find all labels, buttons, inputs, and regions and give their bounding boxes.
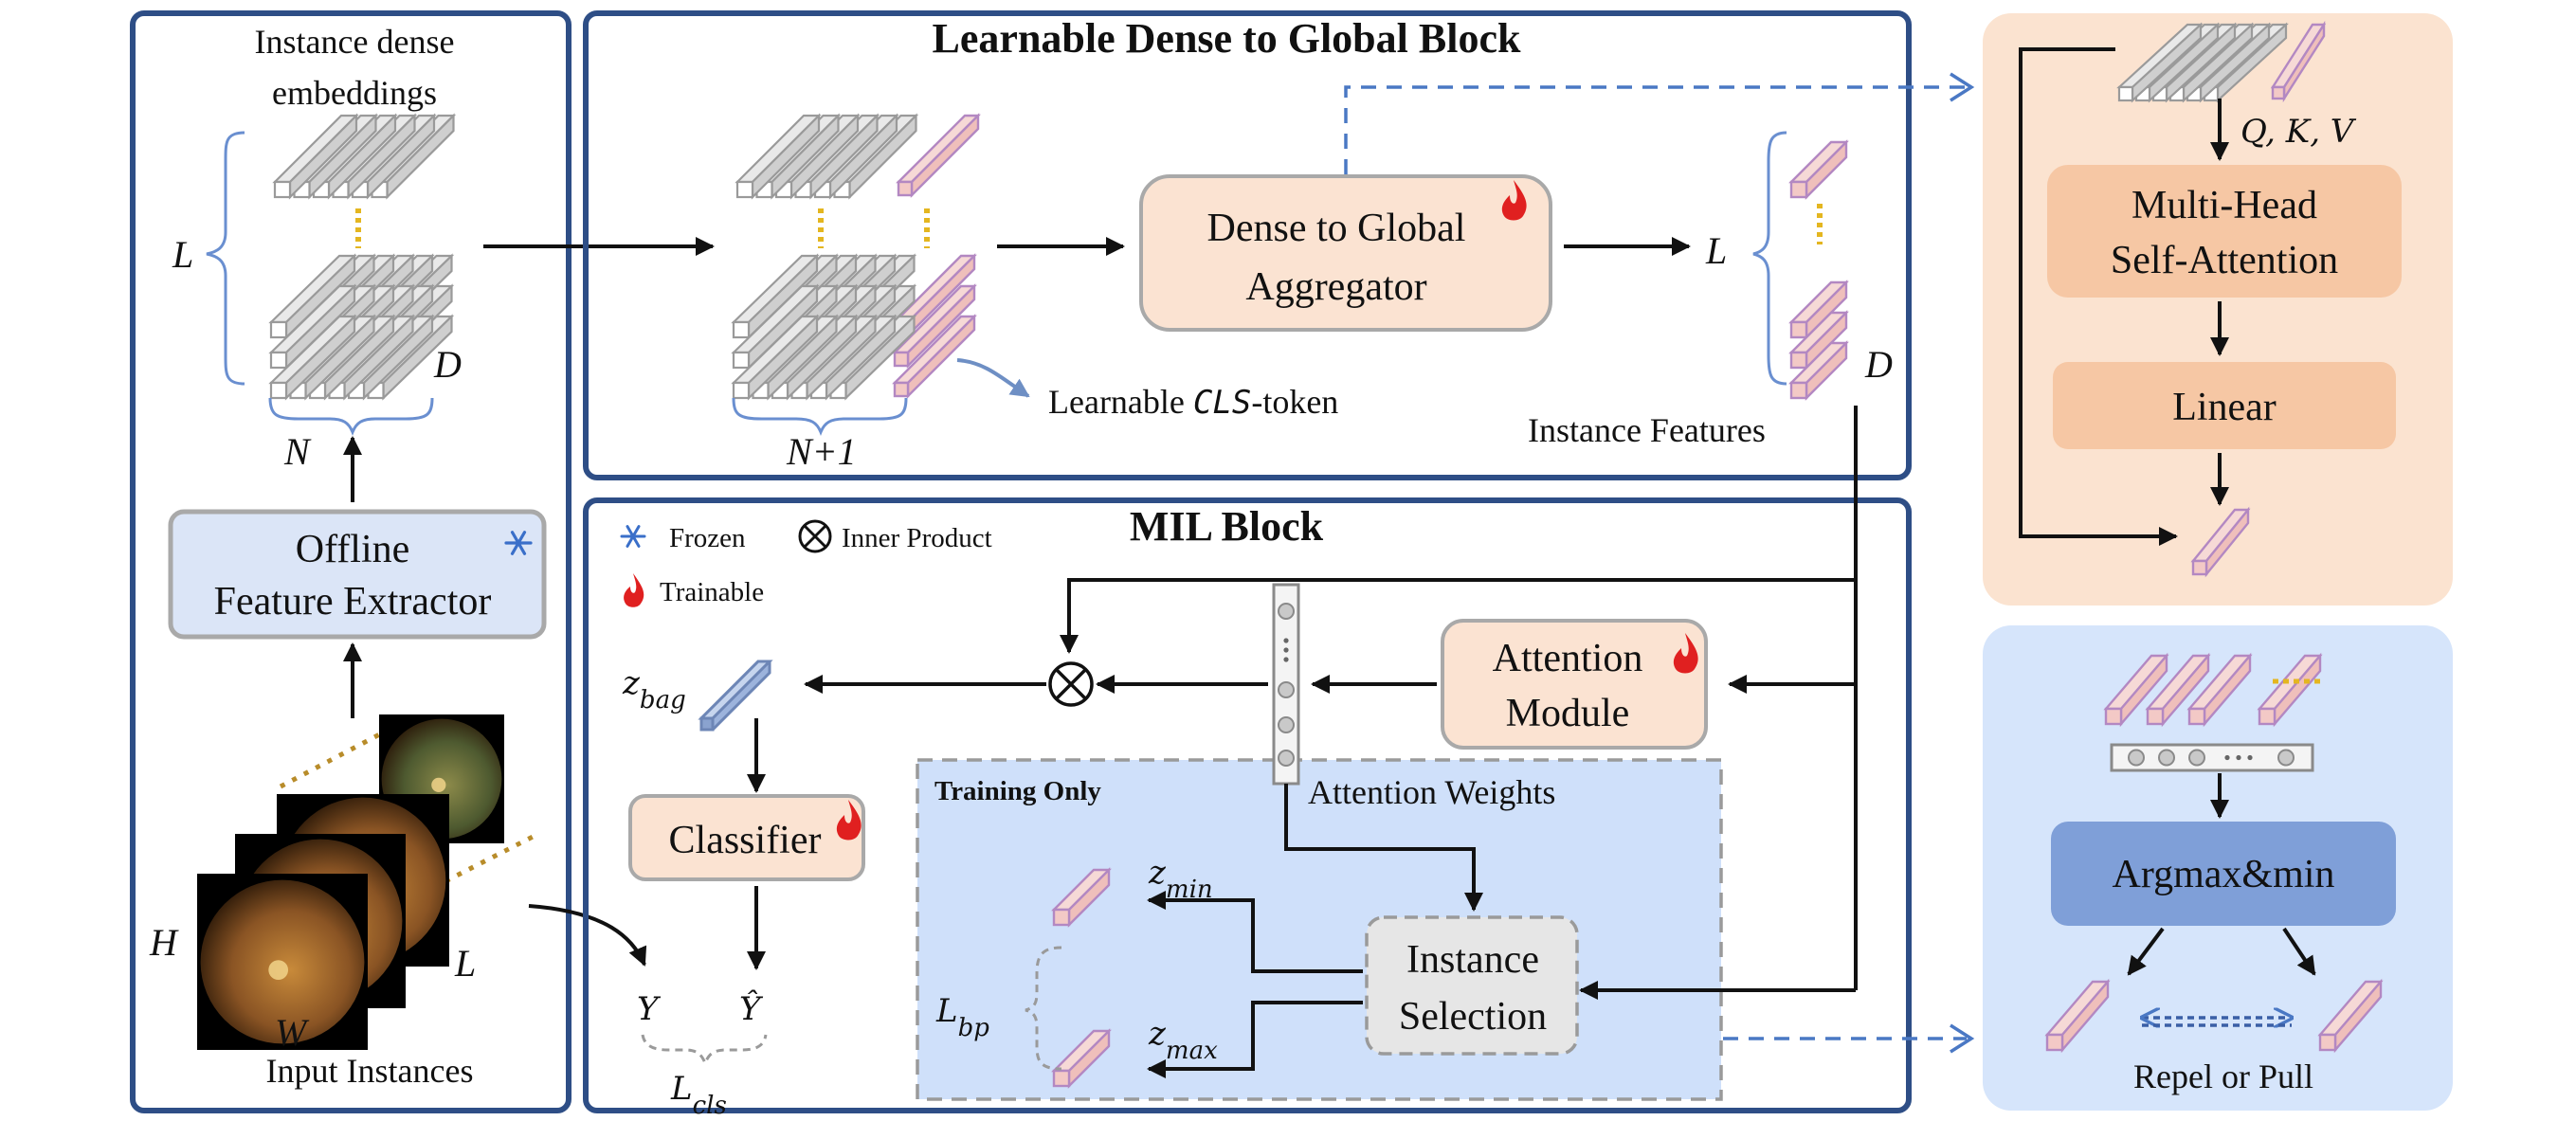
- input-instances-label: Input Instances: [266, 1052, 474, 1090]
- dense-embedding-stack-top: [272, 113, 457, 200]
- aggregator-detail-dashed-link: [1344, 85, 1967, 174]
- dashed-arrowhead-bottom: [1950, 1023, 1975, 1054]
- L-brace: [206, 131, 245, 386]
- lcls-brace: [641, 1034, 768, 1068]
- embeddings-label-line1: Instance dense: [255, 23, 455, 61]
- attention-module-line2: Module: [1506, 692, 1630, 735]
- mhsa-box: Multi-Head Self-Attention: [2047, 165, 2402, 298]
- Y-label: Y: [637, 990, 662, 1028]
- detail-output-token: [2190, 506, 2251, 578]
- D-label: D: [433, 343, 462, 386]
- N1-label: N+1: [786, 430, 857, 473]
- dashed-arrowhead-top: [1950, 72, 1975, 102]
- selection-to-zmax-arrow: [1147, 1001, 1363, 1078]
- selection-to-zmin-arrow: [1147, 891, 1363, 973]
- images-to-label-curve: [528, 904, 647, 967]
- H-label: H: [149, 921, 179, 964]
- N-brace: [268, 397, 434, 437]
- instance-feature-tokens: [1788, 139, 1849, 401]
- left-panel: Instance dense embeddings L D N Offline …: [130, 10, 571, 1113]
- W-label: W: [275, 1011, 310, 1054]
- aggregator-label-line2: Aggregator: [1245, 265, 1426, 309]
- dense-embedding-stack-copy: [731, 253, 977, 401]
- residual-skip-arrow: [2019, 47, 2178, 546]
- legend-inner-product: Inner Product: [842, 523, 992, 553]
- flame-icon: [1501, 180, 1527, 221]
- cls-token-pointer: [956, 358, 1030, 398]
- attention-module-line1: Attention: [1493, 637, 1643, 680]
- argmax-to-max-arrow: [2282, 927, 2316, 976]
- Y-hat-label: Ŷ: [739, 989, 764, 1028]
- mhsa-label-line2: Self-Attention: [2111, 239, 2338, 282]
- legend-trainable: Trainable: [660, 577, 764, 607]
- detail-input-tokens: [2116, 20, 2327, 103]
- z-max-token: [1051, 1028, 1112, 1089]
- dense-block-title: Learnable Dense to Global Block: [933, 15, 1521, 62]
- D-output-label: D: [1864, 343, 1893, 386]
- z-min-token: [1051, 867, 1112, 928]
- linear-box: Linear: [2053, 362, 2396, 449]
- dense-to-global-block: Learnable Dense to Global Block N+1 Lear…: [583, 10, 1975, 480]
- repel-pull-double-arrow: [2142, 1018, 2292, 1025]
- linear-label: Linear: [2172, 386, 2277, 429]
- aggregator-detail-panel: Q, K, V Multi-Head Self-Attention Linear: [1983, 13, 2453, 606]
- input-instance-images: [197, 714, 540, 1050]
- L-label: L: [172, 233, 193, 276]
- L2-label: L: [454, 942, 476, 985]
- extractor-label-line2: Feature Extractor: [214, 580, 492, 624]
- classifier-box: Classifier: [628, 794, 865, 881]
- selection-detail-panel: Argmax&min Repel or Pull: [1983, 625, 2453, 1111]
- output-brace: [1752, 131, 1787, 386]
- weights-to-selection-arrow: [1284, 784, 1483, 912]
- dense-embedding-stack: [268, 253, 455, 401]
- argmax-to-min-arrow: [2127, 927, 2165, 976]
- mhsa-label-line1: Multi-Head: [2132, 184, 2317, 227]
- inner-product-icon: [1048, 661, 1094, 707]
- L-bp-label: Lbp: [935, 992, 989, 1042]
- selected-tokens: [2044, 978, 2384, 1054]
- legend: Frozen Inner Product Trainable: [620, 519, 992, 607]
- attention-weights-vector: [1272, 583, 1300, 786]
- training-only-label: Training Only: [934, 776, 1101, 806]
- classifier-label: Classifier: [669, 819, 822, 862]
- L-output-label: L: [1705, 229, 1727, 272]
- aggregator-box: Dense to Global Aggregator: [1139, 174, 1552, 332]
- repel-pull-label: Repel or Pull: [2133, 1058, 2313, 1095]
- argmax-label: Argmax&min: [2113, 853, 2335, 896]
- detail-instance-tokens: [2103, 652, 2323, 728]
- mil-block-title: MIL Block: [1130, 503, 1324, 550]
- attention-weights-label: Attention Weights: [1308, 773, 1555, 811]
- snowflake-icon: [504, 531, 533, 555]
- instance-selection-line1: Instance: [1406, 938, 1539, 982]
- N1-brace: [732, 397, 908, 437]
- embeddings-label-line2: embeddings: [272, 74, 437, 112]
- feature-extractor-box: Offline Feature Extractor: [168, 509, 547, 640]
- fundus-image: [197, 874, 368, 1050]
- snowflake-icon: [620, 525, 646, 548]
- aggregator-label-line1: Dense to Global: [1207, 207, 1466, 250]
- dense-embedding-stack-top-copy: [735, 113, 981, 200]
- features-to-product-arrow: [1060, 578, 1856, 654]
- argmax-min-box: Argmax&min: [2051, 822, 2396, 926]
- mil-block: MIL Block Frozen Inner Product Trainable…: [583, 406, 1975, 1120]
- lbp-brace: [1025, 946, 1062, 1071]
- N-label: N: [283, 430, 312, 473]
- qkv-label: Q, K, V: [2240, 113, 2357, 151]
- z-bag-token: [698, 660, 773, 732]
- inner-product-icon: [798, 519, 832, 553]
- z-bag-label: zbag: [622, 664, 686, 714]
- training-only-region: [916, 758, 1723, 1101]
- instance-selection-line2: Selection: [1399, 995, 1547, 1039]
- score-vector: [2110, 743, 2314, 772]
- cls-token-label: Learnable CLS-token: [1048, 383, 1338, 422]
- attention-module-box: Attention Module: [1441, 619, 1708, 750]
- instance-features-label: Instance Features: [1528, 411, 1766, 449]
- legend-frozen: Frozen: [669, 523, 746, 553]
- flame-icon: [836, 800, 862, 841]
- extractor-label-line1: Offline: [296, 528, 410, 571]
- flame-icon: [1673, 633, 1698, 674]
- flame-icon: [624, 573, 644, 607]
- instance-selection-box: Instance Selection: [1365, 915, 1579, 1056]
